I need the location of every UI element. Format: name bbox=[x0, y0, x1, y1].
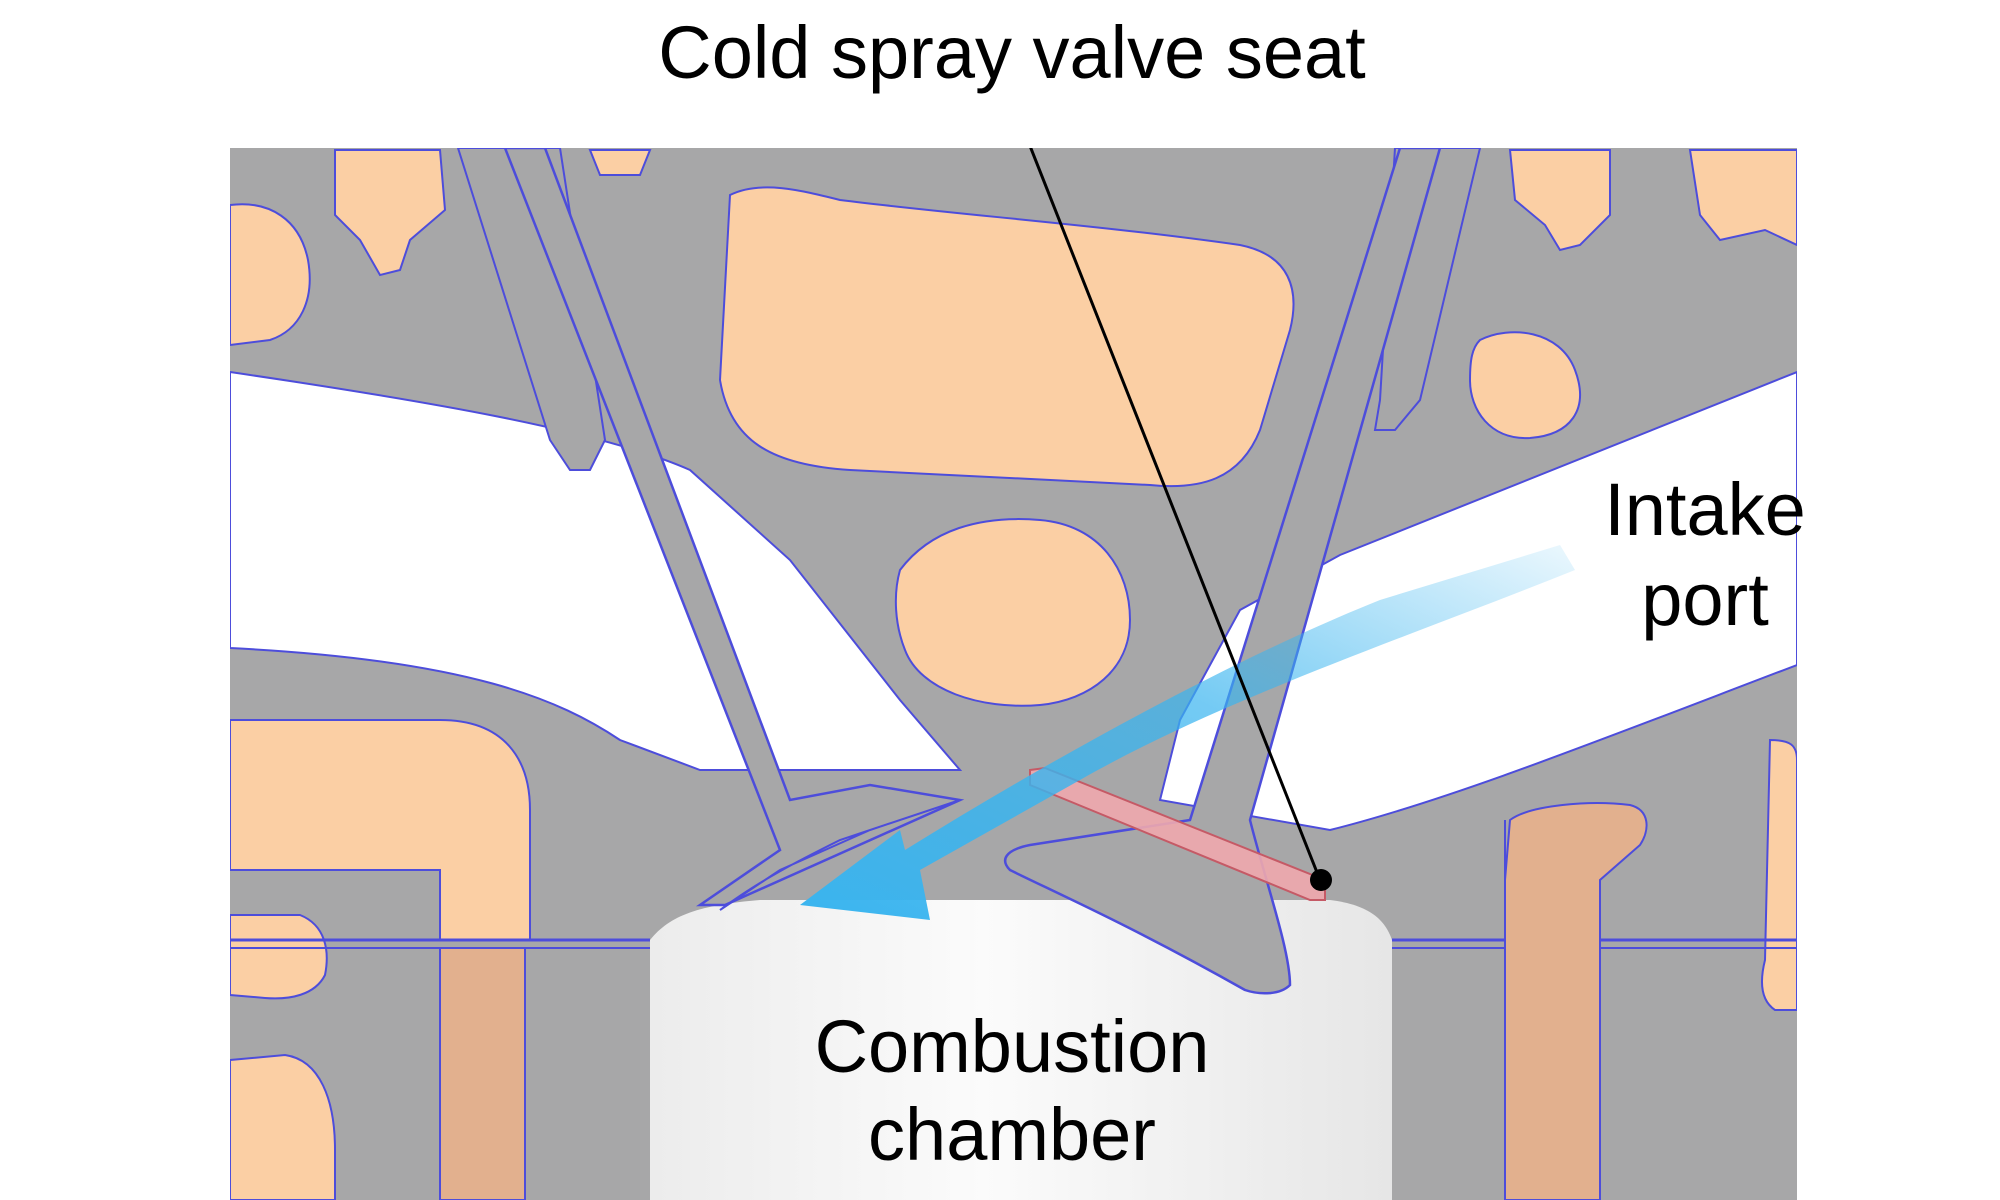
label-intake-port-line1: Intake bbox=[1604, 468, 1806, 551]
water-jacket-top-left-3 bbox=[588, 149, 652, 176]
water-jacket-top-right bbox=[1508, 149, 1611, 252]
exhaust-valve-head bbox=[719, 799, 961, 911]
intake-flow-arrow bbox=[800, 545, 1575, 920]
valve-seat-leader-dot bbox=[1310, 869, 1332, 891]
exhaust-port bbox=[230, 370, 963, 771]
label-cold-spray-valve-seat: Cold spray valve seat bbox=[658, 11, 1366, 94]
water-jacket-small bbox=[894, 518, 1132, 707]
label-combustion-chamber-line2: chamber bbox=[868, 1093, 1156, 1176]
intake-valve bbox=[1004, 148, 1442, 995]
water-jacket-lower-left-2 bbox=[230, 914, 328, 1000]
valve-seat-leader-line bbox=[1029, 148, 1322, 881]
water-jacket-top-left bbox=[230, 203, 311, 347]
label-intake-port-line2: port bbox=[1641, 558, 1769, 641]
water-jacket-top-right-2 bbox=[1688, 149, 1797, 247]
water-jacket-lower-right bbox=[1761, 738, 1797, 1011]
cylinder-head-section bbox=[230, 148, 1797, 1200]
water-jacket-right-oval bbox=[1468, 331, 1581, 440]
label-combustion-chamber-line1: Combustion bbox=[815, 1005, 1210, 1088]
water-jacket-center bbox=[718, 186, 1295, 488]
bolt-insert-right bbox=[1504, 802, 1648, 1200]
water-jacket-top-left-2 bbox=[334, 149, 447, 277]
combustion-chamber bbox=[650, 900, 1392, 1200]
water-jacket-bottom-left bbox=[230, 1053, 336, 1200]
bolt-insert-left bbox=[439, 947, 526, 1200]
